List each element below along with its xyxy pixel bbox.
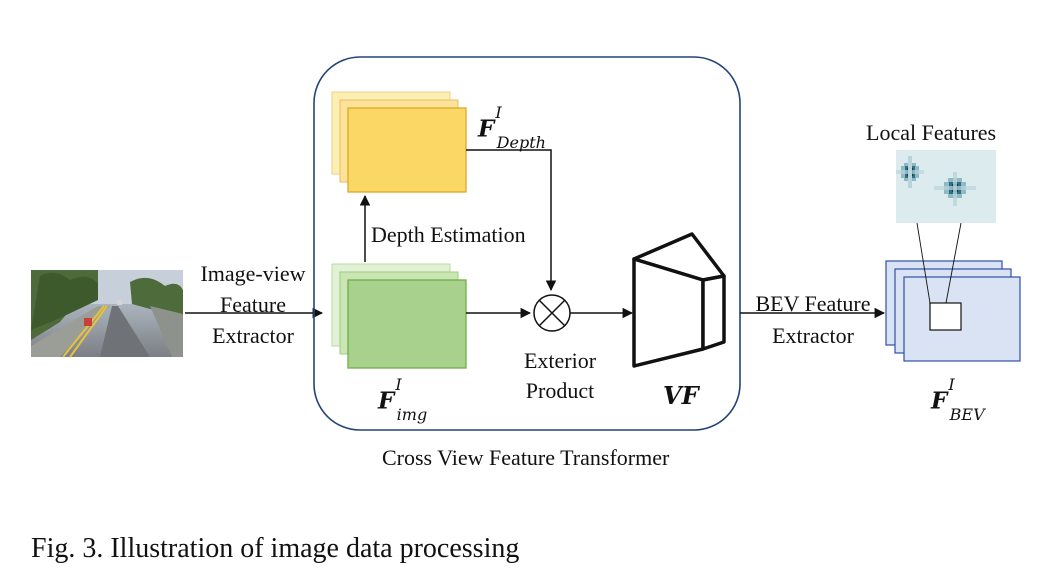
image-view-extractor-label: Image-view Feature Extractor	[200, 261, 306, 348]
figure-caption: Fig. 3. Illustration of image data proce…	[31, 533, 520, 564]
bev-feature-stack	[885, 260, 1021, 362]
cross-view-container	[313, 56, 741, 431]
bev-extractor-label: BEV Feature Extractor	[755, 291, 871, 348]
view-frustum-shape	[632, 232, 726, 368]
f-img-symbol: FIimg	[378, 375, 428, 425]
exterior-product-label: Exterior Product	[523, 348, 597, 403]
vf-symbol: VF	[663, 381, 699, 410]
zoom-line-left	[916, 222, 931, 304]
image-feature-stack	[331, 263, 467, 369]
input-street-image	[31, 270, 183, 358]
exterior-product-symbol	[533, 294, 571, 332]
depth-feature-stack	[331, 91, 467, 193]
f-bev-symbol: FIBEV	[931, 375, 985, 425]
bev-local-window	[929, 302, 962, 331]
cross-view-label: Cross View Feature Transformer	[382, 445, 670, 470]
arrow-depth-to-product	[466, 149, 557, 292]
zoom-line-right	[945, 222, 962, 304]
depth-estimation-label: Depth Estimation	[371, 222, 526, 247]
local-features-panel	[896, 150, 996, 223]
local-features-label: Local Features	[866, 120, 997, 145]
f-depth-symbol: FIDepth	[478, 103, 546, 153]
